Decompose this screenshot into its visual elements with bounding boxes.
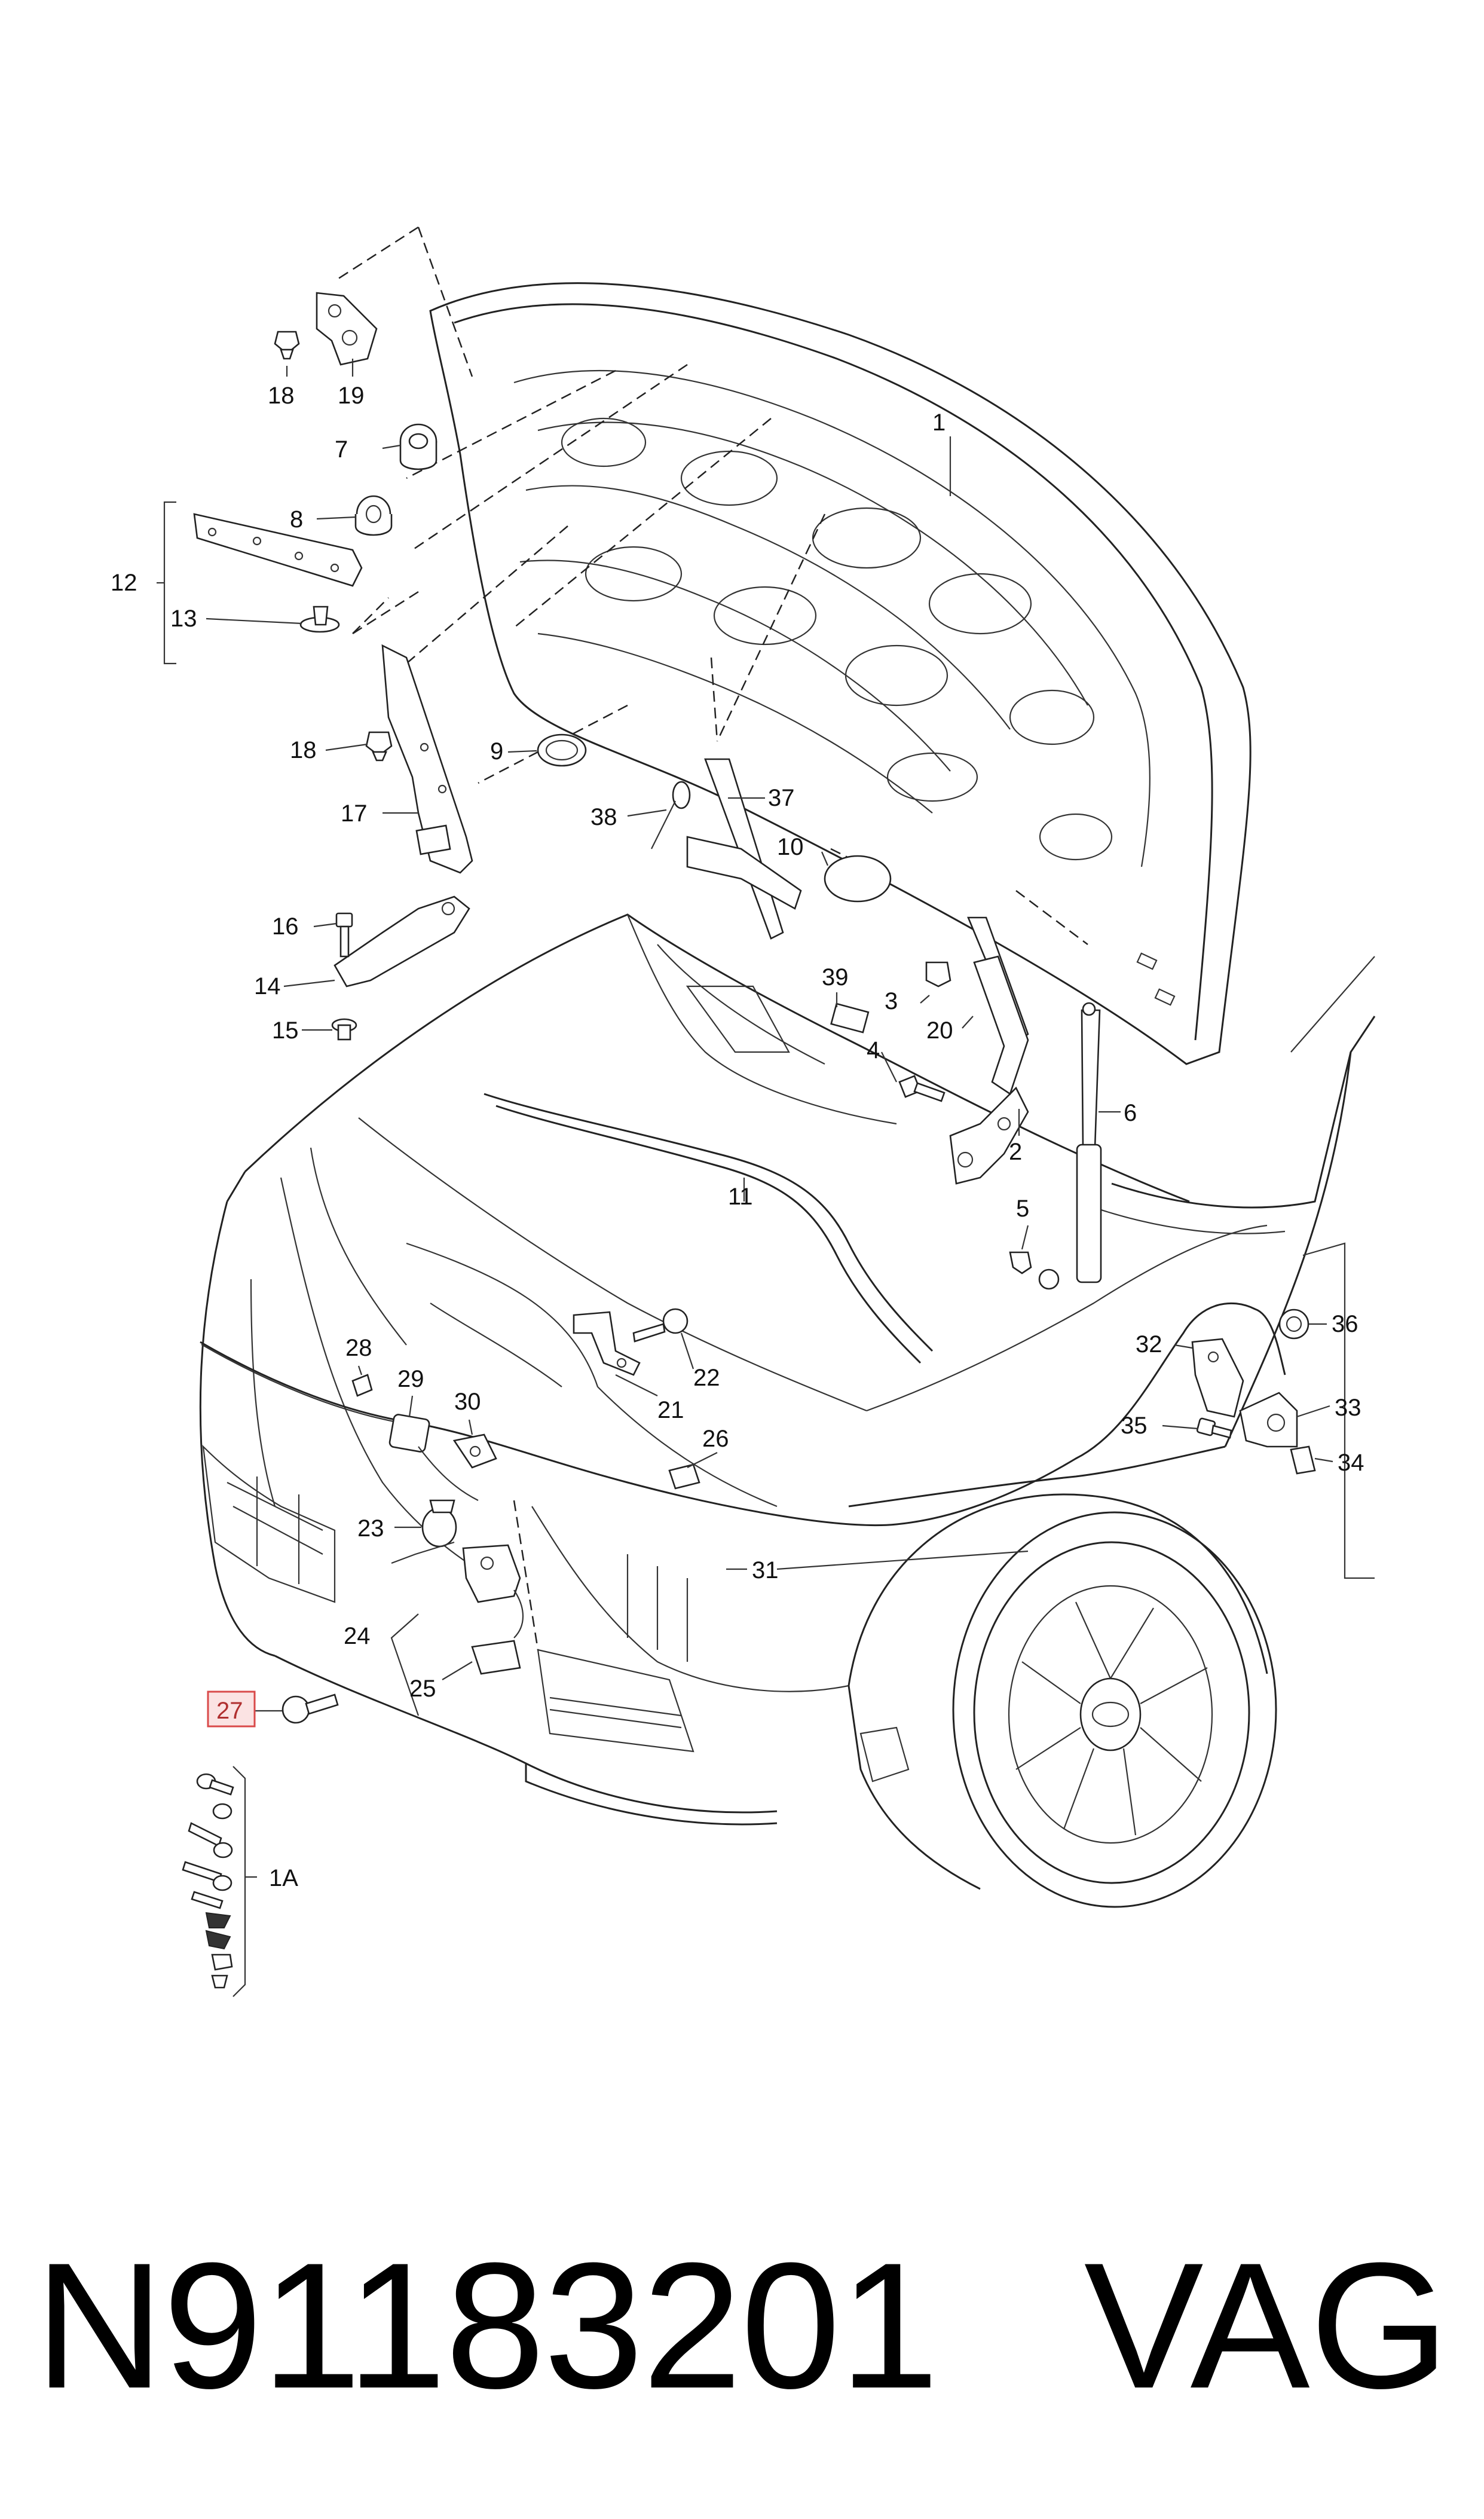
callout-3: 3 bbox=[885, 988, 898, 1014]
hood-hinge bbox=[949, 916, 1029, 1185]
hood-lock bbox=[462, 1544, 524, 1638]
bolt bbox=[335, 912, 353, 958]
round-cover bbox=[824, 855, 892, 903]
stud-bolt bbox=[830, 1002, 870, 1034]
connector bbox=[471, 1640, 521, 1675]
footer: N91183201 VAG bbox=[0, 2212, 1484, 2439]
callout-25: 25 bbox=[409, 1676, 436, 1702]
clip bbox=[274, 331, 300, 360]
callout-1a: 1A bbox=[269, 1865, 298, 1891]
callout-1: 1 bbox=[932, 409, 946, 436]
cable-clip bbox=[668, 1463, 700, 1490]
callout-9: 9 bbox=[490, 738, 503, 765]
callout-19: 19 bbox=[338, 383, 365, 409]
callout-7: 7 bbox=[335, 436, 348, 463]
callout-27: 27 bbox=[216, 1698, 243, 1724]
callout-15: 15 bbox=[272, 1017, 299, 1044]
screw bbox=[632, 1308, 689, 1343]
vehicle-body bbox=[199, 913, 1376, 1908]
hood-stay-arm bbox=[686, 758, 802, 940]
callout-29: 29 bbox=[397, 1366, 424, 1392]
callout-26: 26 bbox=[702, 1426, 729, 1452]
callout-24: 24 bbox=[344, 1623, 371, 1649]
rivet bbox=[651, 781, 691, 849]
callout-30: 30 bbox=[454, 1389, 481, 1415]
callout-20: 20 bbox=[926, 1017, 953, 1044]
rubber-buffer bbox=[354, 495, 393, 536]
callout-39: 39 bbox=[822, 964, 849, 991]
cable-holder bbox=[351, 1374, 373, 1397]
leader-lines bbox=[157, 359, 1333, 1997]
bracket bbox=[1239, 1392, 1298, 1448]
grommet bbox=[1278, 1309, 1309, 1340]
trim-panel bbox=[193, 513, 363, 587]
callout-2: 2 bbox=[1009, 1139, 1022, 1165]
brand-name: VAG bbox=[1084, 2225, 1449, 2426]
callout-16: 16 bbox=[272, 913, 299, 940]
callout-14: 14 bbox=[254, 973, 281, 999]
hood-panel bbox=[429, 282, 1252, 1065]
ball-stud bbox=[1009, 1251, 1060, 1290]
bolt bbox=[1196, 1417, 1232, 1439]
rubber-buffer bbox=[399, 423, 437, 470]
reinforcement-plate bbox=[381, 644, 473, 874]
callout-28: 28 bbox=[345, 1335, 372, 1361]
bolt bbox=[898, 1075, 946, 1102]
callout-35: 35 bbox=[1121, 1413, 1148, 1439]
callout-8: 8 bbox=[290, 506, 303, 533]
seal-strip bbox=[484, 1093, 934, 1352]
cable-guide bbox=[452, 1433, 497, 1469]
callout-23: 23 bbox=[357, 1515, 384, 1542]
callout-18-lower: 18 bbox=[290, 737, 317, 763]
release-lever bbox=[388, 1414, 479, 1501]
callout-32: 32 bbox=[1136, 1331, 1162, 1358]
buffer-block bbox=[1290, 1445, 1316, 1475]
callout-12: 12 bbox=[111, 570, 137, 596]
callout-22: 22 bbox=[693, 1365, 720, 1391]
callout-18-upper: 18 bbox=[268, 383, 295, 409]
washer bbox=[331, 1018, 357, 1041]
lock-striker-bracket bbox=[1191, 1338, 1244, 1418]
callout-36: 36 bbox=[1332, 1311, 1358, 1337]
plastic-clip bbox=[299, 606, 340, 633]
callout-31: 31 bbox=[752, 1557, 779, 1583]
gas-strut bbox=[1076, 1002, 1102, 1283]
callout-11: 11 bbox=[728, 1184, 753, 1210]
clip bbox=[365, 731, 393, 762]
callout-labels: 1 1A 2 3 4 5 6 7 8 9 10 11 12 13 14 15 1… bbox=[111, 383, 1364, 1891]
small-parts-kit bbox=[182, 1773, 234, 1989]
exploded-parts-diagram: 1 1A 2 3 4 5 6 7 8 9 10 11 12 13 14 15 1… bbox=[111, 226, 1376, 1997]
grommet bbox=[537, 733, 587, 767]
callout-34: 34 bbox=[1338, 1450, 1364, 1476]
callout-10: 10 bbox=[777, 834, 804, 860]
callout-38: 38 bbox=[590, 804, 617, 830]
callout-27-highlight bbox=[207, 1690, 256, 1728]
hood-bracket bbox=[316, 292, 378, 366]
hinge-bracket bbox=[333, 895, 470, 988]
lock-bracket bbox=[573, 1311, 641, 1376]
callout-6: 6 bbox=[1124, 1100, 1137, 1126]
callout-17: 17 bbox=[341, 800, 368, 827]
callout-37: 37 bbox=[768, 785, 795, 811]
retaining-clip bbox=[925, 961, 951, 988]
callout-4: 4 bbox=[867, 1037, 880, 1063]
bolt bbox=[281, 1693, 339, 1724]
callout-5: 5 bbox=[1016, 1196, 1029, 1222]
switch-cap bbox=[421, 1499, 457, 1548]
part-number: N91183201 bbox=[35, 2225, 939, 2426]
callout-33: 33 bbox=[1335, 1395, 1361, 1421]
callout-13: 13 bbox=[170, 606, 197, 632]
callout-21: 21 bbox=[657, 1397, 684, 1423]
